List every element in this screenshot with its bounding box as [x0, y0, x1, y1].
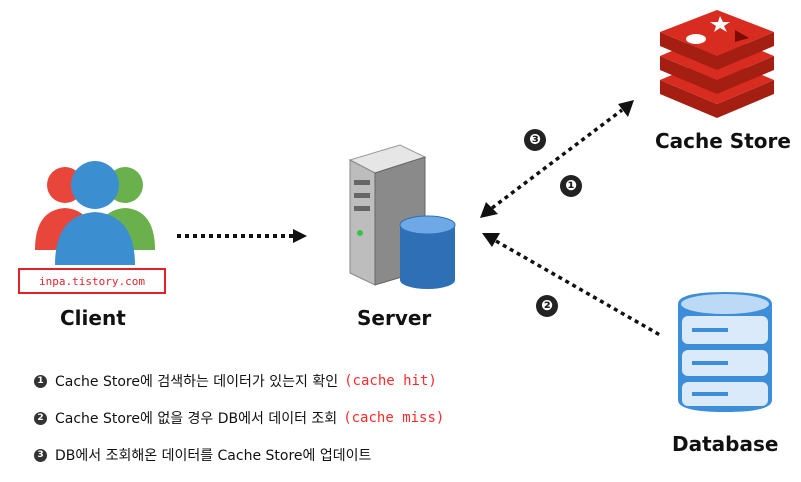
note-2-text: Cache Store에 없을 경우 DB에서 데이터 조회 [55, 411, 338, 427]
step-1-marker: ❶ [560, 175, 582, 197]
client-to-server-arrow [177, 229, 307, 243]
note-1: 1 Cache Store에 검색하는 데이터가 있는지 확인 (cache h… [34, 371, 437, 391]
note-3-text: DB에서 조회해온 데이터를 Cache Store에 업데이트 [55, 448, 372, 464]
server-icon [348, 144, 456, 289]
cache-store-redis-icon [660, 10, 774, 118]
step-2-marker: ❷ [536, 295, 558, 317]
cache-store-label: Cache Store [655, 129, 791, 153]
step-3-marker: ❸ [524, 129, 546, 151]
database-label: Database [672, 432, 779, 456]
server-label: Server [357, 306, 432, 330]
note-1-text: Cache Store에 검색하는 데이터가 있는지 확인 [55, 374, 339, 390]
server-cache-arrow [480, 100, 634, 218]
database-to-server-arrow [482, 233, 661, 337]
note-2-marker: 2 [34, 411, 47, 425]
database-icon [678, 292, 772, 412]
note-1-marker: 1 [34, 374, 47, 388]
client-users-icon [35, 161, 155, 265]
client-label: Client [60, 306, 126, 330]
note-3-marker: 3 [34, 448, 47, 462]
note-1-highlight: (cache hit) [344, 373, 437, 389]
note-3: 3 DB에서 조회해온 데이터를 Cache Store에 업데이트 [34, 445, 371, 465]
note-2: 2 Cache Store에 없을 경우 DB에서 데이터 조회 (cache … [34, 408, 444, 428]
client-url-badge: inpa.tistory.com [18, 268, 166, 294]
note-2-highlight: (cache miss) [343, 410, 445, 426]
